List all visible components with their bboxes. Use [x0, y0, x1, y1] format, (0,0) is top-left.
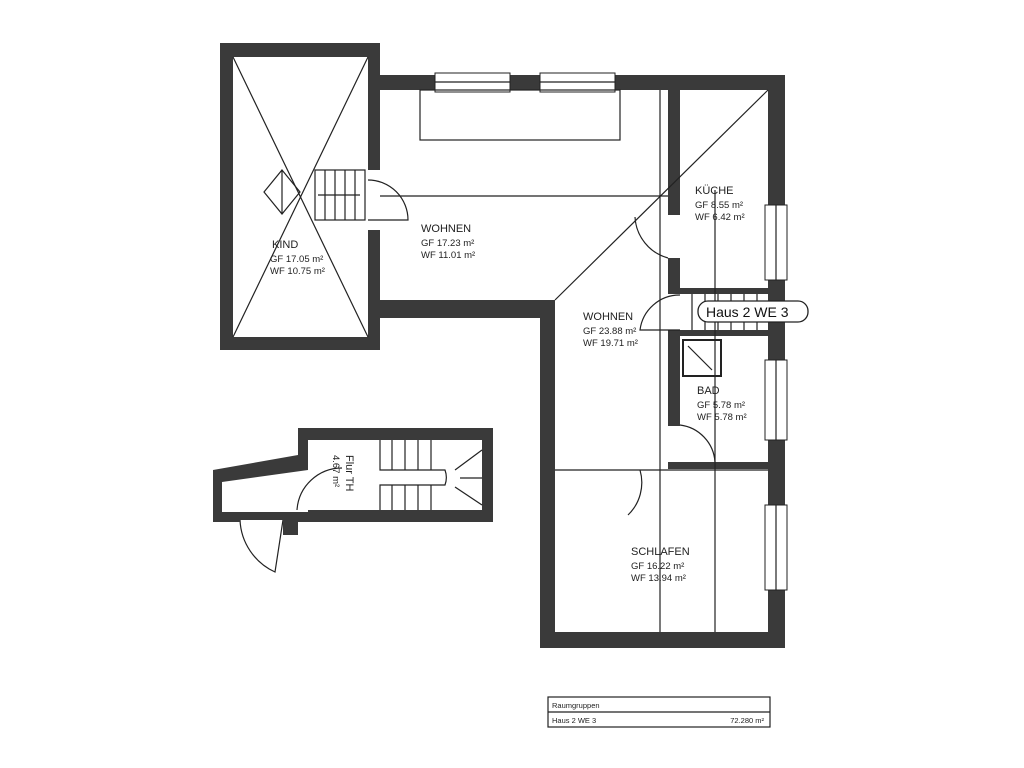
room-flur: Flur TH 4.67 m²	[330, 455, 355, 492]
slope-lines	[232, 56, 769, 632]
svg-text:GF 16.22 m²: GF 16.22 m²	[631, 561, 684, 572]
svg-text:4.67 m²: 4.67 m²	[330, 455, 341, 487]
svg-text:GF 5.78 m²: GF 5.78 m²	[697, 400, 745, 411]
room-kind: KIND GF 17.05 m² WF 10.75 m²	[270, 239, 325, 277]
svg-text:Haus 2 WE 3: Haus 2 WE 3	[706, 304, 789, 320]
svg-text:WOHNEN: WOHNEN	[421, 223, 471, 235]
svg-text:Raumgruppen: Raumgruppen	[552, 701, 600, 710]
svg-text:Flur TH: Flur TH	[343, 455, 355, 492]
svg-text:WF 13.94 m²: WF 13.94 m²	[631, 573, 686, 584]
windows	[434, 72, 788, 591]
kitchen-wall-lower	[668, 258, 680, 290]
doors	[239, 179, 716, 573]
svg-text:72.280 m²: 72.280 m²	[730, 716, 764, 725]
svg-text:GF 8.55 m²: GF 8.55 m²	[695, 200, 743, 211]
shower-icon	[682, 339, 722, 377]
svg-text:GF 17.23 m²: GF 17.23 m²	[421, 238, 474, 249]
room-bad: BAD GF 5.78 m² WF 5.78 m²	[697, 385, 747, 423]
svg-text:GF 23.88 m²: GF 23.88 m²	[583, 326, 636, 337]
flur-walls	[213, 428, 493, 535]
stair-wall-bottom	[668, 330, 768, 336]
svg-text:WOHNEN: WOHNEN	[583, 311, 633, 323]
stair-wall-top	[668, 288, 768, 294]
stair-kind	[263, 169, 366, 221]
svg-text:KÜCHE: KÜCHE	[695, 185, 734, 197]
svg-text:WF 6.42 m²: WF 6.42 m²	[695, 212, 745, 223]
room-schlafen: SCHLAFEN GF 16.22 m² WF 13.94 m²	[631, 546, 690, 584]
room-wohnen-2: WOHNEN GF 23.88 m² WF 19.71 m²	[583, 311, 638, 349]
main-walls	[368, 75, 785, 648]
svg-text:SCHLAFEN: SCHLAFEN	[631, 546, 690, 558]
svg-text:WF 5.78 m²: WF 5.78 m²	[697, 412, 747, 423]
svg-text:KIND: KIND	[272, 239, 298, 251]
svg-text:WF 11.01 m²: WF 11.01 m²	[421, 250, 475, 261]
svg-text:WF 10.75 m²: WF 10.75 m²	[270, 266, 325, 277]
room-wohnen-1: WOHNEN GF 17.23 m² WF 11.01 m²	[421, 223, 475, 261]
unit-label: Haus 2 WE 3	[697, 300, 809, 323]
bath-wall-bottom	[668, 462, 768, 469]
svg-text:Haus 2 WE 3: Haus 2 WE 3	[552, 716, 596, 725]
svg-text:BAD: BAD	[697, 385, 720, 397]
kitchen-wall	[668, 90, 680, 215]
legend-table: Raumgruppen Haus 2 WE 3 72.280 m²	[547, 696, 771, 728]
stair-flur	[379, 440, 483, 510]
bath-wall	[668, 336, 680, 426]
kind-door-opening	[368, 170, 382, 230]
svg-text:WF 19.71 m²: WF 19.71 m²	[583, 338, 638, 349]
svg-text:GF 17.05 m²: GF 17.05 m²	[270, 254, 323, 265]
room-kueche: KÜCHE GF 8.55 m² WF 6.42 m²	[695, 185, 745, 223]
